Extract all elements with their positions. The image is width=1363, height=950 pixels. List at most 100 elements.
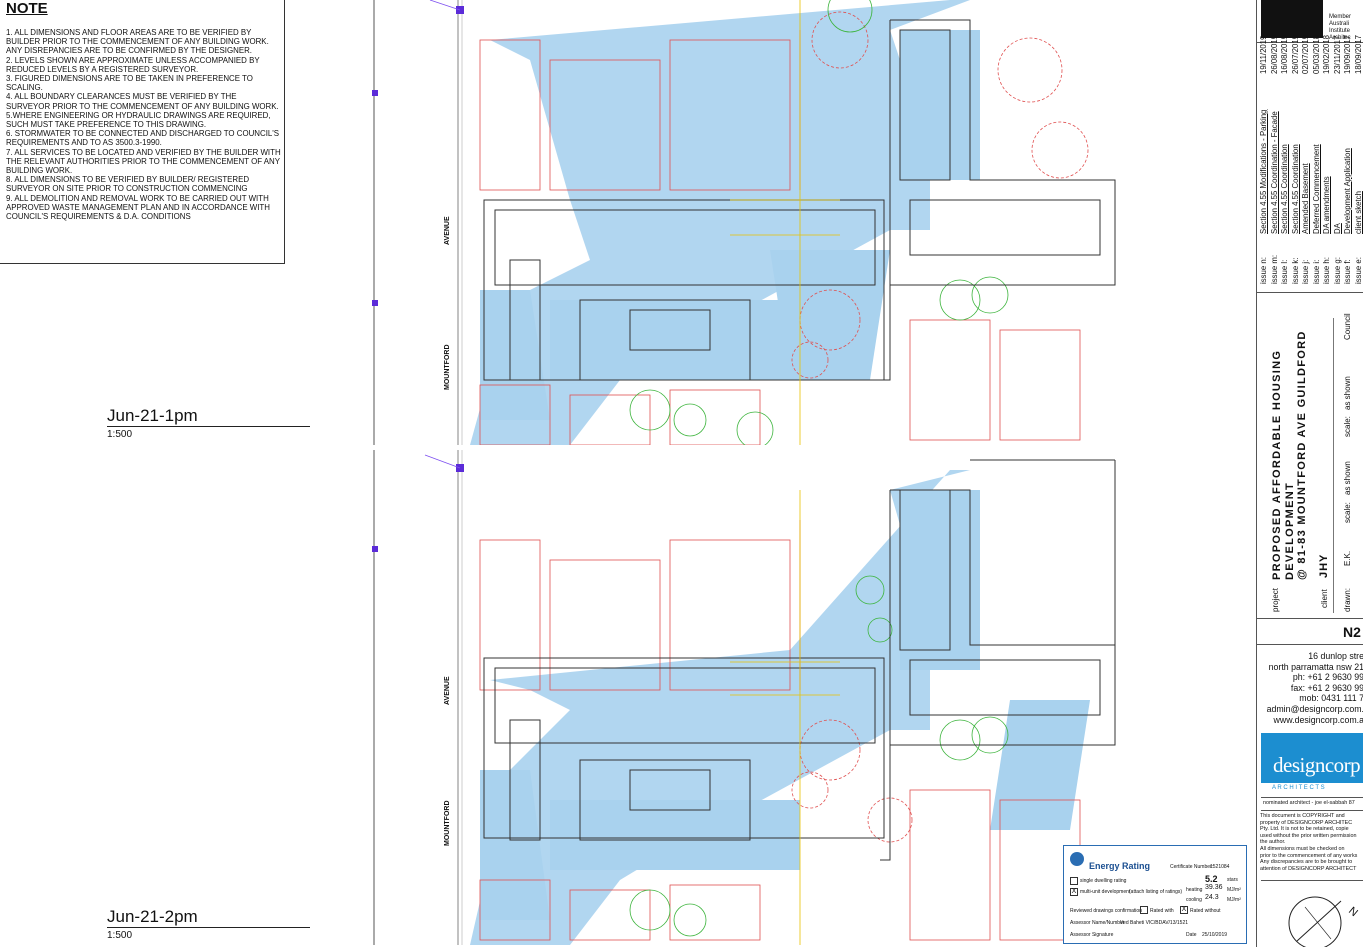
energy-cooling-unit: MJ/m² xyxy=(1227,897,1241,903)
note-item: 7. ALL SERVICES TO BE LOCATED AND VERIFI… xyxy=(6,148,282,176)
energy-date-label: Date xyxy=(1186,932,1197,938)
divider xyxy=(1257,644,1363,645)
client-label: client xyxy=(1320,589,1329,608)
energy-multi-label: multi-unit development xyxy=(1080,889,1130,895)
note-item: 2. LEVELS SHOWN ARE APPROXIMATE UNLESS A… xyxy=(6,56,282,74)
note-item: 6. STORMWATER TO BE CONNECTED AND DISCHA… xyxy=(6,129,282,147)
street-label-avenue: AVENUE xyxy=(444,676,451,705)
energy-date: 25/10/2019 xyxy=(1202,932,1227,938)
issue-key: issue e: xyxy=(1354,234,1363,284)
energy-title: Energy Rating xyxy=(1089,861,1150,871)
issue-key: issue h: xyxy=(1322,234,1333,284)
copyright-line: attention of DESIGNCORP ARCHITECT xyxy=(1260,866,1363,873)
energy-rated-without: Rated without xyxy=(1190,908,1221,914)
address-line: mob: 0431 111 7 xyxy=(1257,693,1363,704)
view-title-underline xyxy=(107,927,310,928)
copyright-line: All dimensions must be checked on xyxy=(1260,846,1363,853)
note-item: 1. ALL DIMENSIONS AND FLOOR AREAS ARE TO… xyxy=(6,28,282,56)
address-line: admin@designcorp.com. xyxy=(1257,704,1363,715)
multi-unit-checkbox: X xyxy=(1070,888,1078,896)
project-label: project xyxy=(1271,588,1280,612)
energy-single-label: single dwelling rating xyxy=(1080,878,1126,884)
issue-key: issue i: xyxy=(1312,234,1323,284)
issue-date: 26/07/2019 xyxy=(1291,35,1302,74)
shadow-plan-drawing xyxy=(370,0,1130,445)
issue-desc: Deferred Commencement xyxy=(1312,74,1323,234)
energy-assessor-label: Assessor Name/Number xyxy=(1070,920,1124,926)
street-label-mountford: MOUNTFORD xyxy=(444,345,451,391)
view-title-2: Jun-21-2pm xyxy=(107,907,198,927)
divider xyxy=(1261,880,1363,881)
single-dwelling-checkbox xyxy=(1070,877,1078,885)
issue-desc: DA xyxy=(1333,74,1344,234)
shadow-plan-2: AVENUE MOUNTFORD xyxy=(370,450,1130,945)
scale2-value: as shown xyxy=(1343,376,1352,410)
issue-date: 02/07/2019 xyxy=(1301,35,1312,74)
drawing-number: N2 xyxy=(1343,624,1361,640)
energy-stars-unit: stars xyxy=(1227,877,1238,883)
energy-stars: 5.2 xyxy=(1205,874,1218,884)
issue-key: issue k: xyxy=(1291,234,1302,284)
drawn-value: E.K. xyxy=(1343,551,1352,566)
scale-label: scale: xyxy=(1343,502,1352,523)
designcorp-logo: designcorp xyxy=(1261,733,1363,783)
copyright-line: Any discrepancies are to be brought to xyxy=(1260,859,1363,866)
copyright-line: the author. xyxy=(1260,839,1363,846)
issue-date: 23/11/2017 xyxy=(1333,36,1344,74)
issue-desc: Section 4.55 Modifications - Parking xyxy=(1259,74,1270,234)
issue-date: 18/09/2017 xyxy=(1354,35,1363,74)
address-line: north parramatta nsw 21 xyxy=(1257,662,1363,673)
issue-desc: client sketch xyxy=(1354,74,1363,234)
issue-date: 19/09/2017 xyxy=(1343,35,1354,74)
issue-date: 05/03/2018 xyxy=(1312,35,1323,74)
street-label-mountford: MOUNTFORD xyxy=(444,801,451,847)
nominated-architect: nominated architect - joe el-sabbah 87 xyxy=(1263,800,1355,807)
energy-logo-icon xyxy=(1070,852,1084,866)
issue-desc: Section 4.55 Coordination - Facade xyxy=(1270,74,1281,234)
issue-row: issue n:Section 4.55 Modifications - Par… xyxy=(1259,35,1270,284)
address-line: www.designcorp.com.a xyxy=(1257,715,1363,726)
rated-with-checkbox xyxy=(1140,906,1148,914)
copyright-line: property of DESIGNCORP ARCHITEC xyxy=(1260,820,1363,827)
energy-cert-label: Certificate Number: xyxy=(1170,864,1213,870)
copyright-notice: This document is COPYRIGHT and property … xyxy=(1260,813,1363,872)
notes-list: 1. ALL DIMENSIONS AND FLOOR AREAS ARE TO… xyxy=(6,28,282,221)
energy-rated-with: Rated with xyxy=(1150,908,1174,914)
shadow-plan-drawing xyxy=(370,450,1130,945)
issue-desc: Amended Basement xyxy=(1301,74,1312,234)
issue-key: issue f: xyxy=(1343,234,1354,284)
issue-desc: DA amendments xyxy=(1322,74,1333,234)
energy-signature-label: Assessor Signature xyxy=(1070,932,1113,938)
institute-line: Member xyxy=(1329,14,1351,21)
institute-line: Institute xyxy=(1329,28,1351,35)
north-arrow-icon xyxy=(1285,893,1363,947)
energy-heating: 39.36 xyxy=(1205,884,1223,891)
office-address: 16 dunlop stre north parramatta nsw 21 p… xyxy=(1257,651,1363,725)
energy-heating-label: heating xyxy=(1186,887,1202,893)
project-line: PROPOSED AFFORDABLE HOUSING xyxy=(1271,330,1284,580)
issue-key: issue j: xyxy=(1301,234,1312,284)
note-item: 5.WHERE ENGINEERING OR HYDRAULIC DRAWING… xyxy=(6,111,282,129)
architects-institute-logo-icon xyxy=(1261,0,1323,38)
issue-date: 19/02/2018 xyxy=(1322,35,1333,74)
issue-desc: Development Application xyxy=(1343,74,1354,234)
project-line: DEVELOPMENT xyxy=(1284,330,1297,580)
address-line: 16 dunlop stre xyxy=(1257,651,1363,662)
project-line: @ 81-83 MOUNTFORD AVE GUILDFORD xyxy=(1296,330,1309,580)
address-line: ph: +61 2 9630 99 xyxy=(1257,672,1363,683)
issue-date: 26/08/2019 xyxy=(1270,35,1281,74)
note-item: 3. FIGURED DIMENSIONS ARE TO BE TAKEN IN… xyxy=(6,74,282,92)
issues-list: issue n:Section 4.55 Modifications - Par… xyxy=(1259,35,1363,284)
logo-subtitle: A R C H I T E C T S xyxy=(1272,785,1325,791)
rated-without-checkbox: X xyxy=(1180,906,1188,914)
divider xyxy=(1257,292,1363,293)
drawn-label: drawn: xyxy=(1343,588,1352,612)
issue-desc: Section 4.55 Coordination xyxy=(1280,74,1291,234)
issue-key: issue n: xyxy=(1259,234,1270,284)
